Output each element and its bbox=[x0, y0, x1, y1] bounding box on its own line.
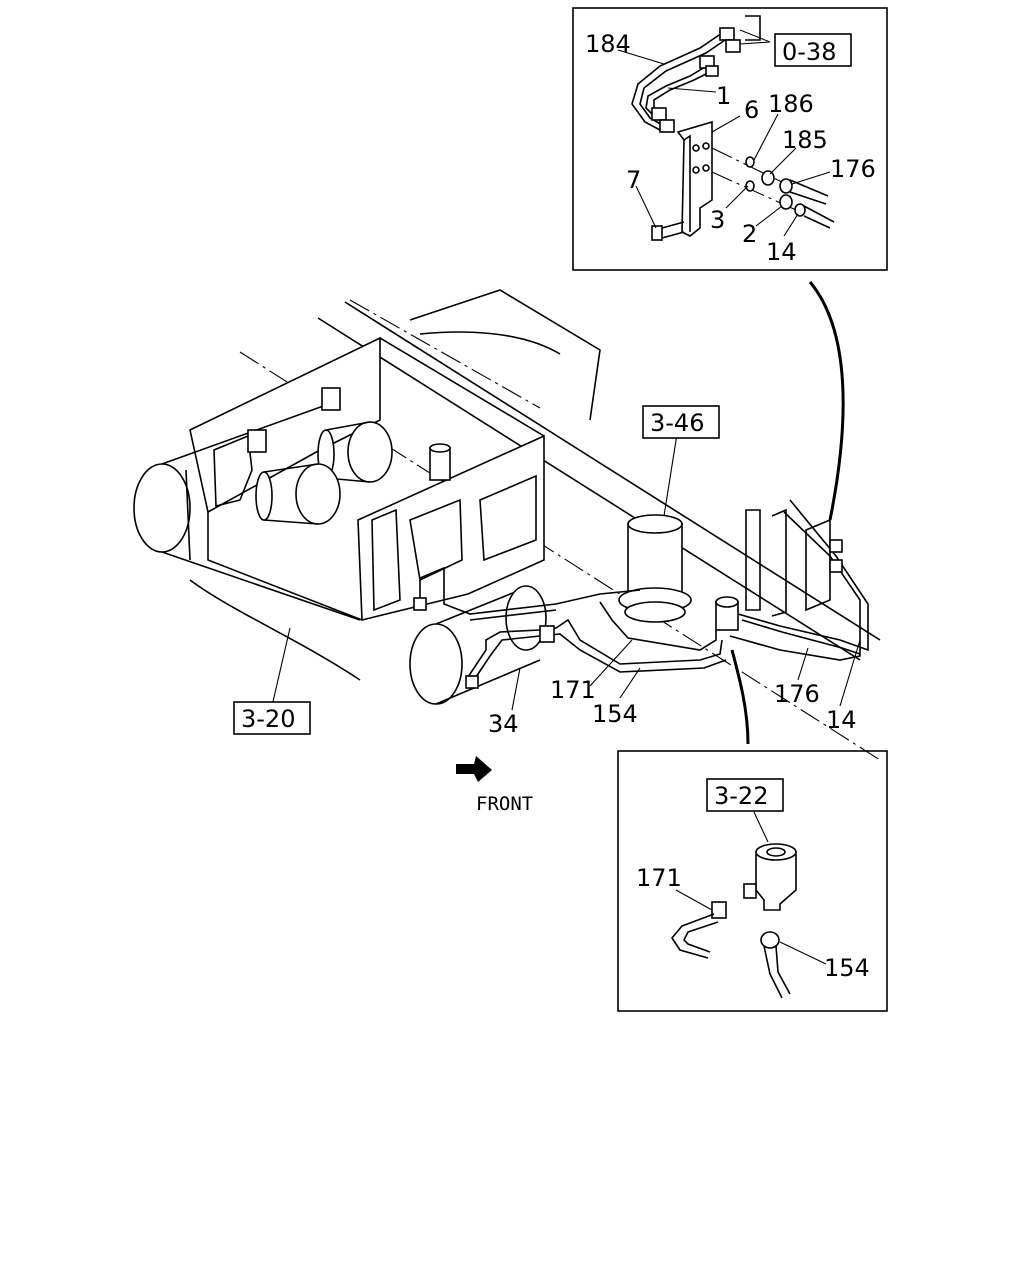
callout-6: 6 bbox=[744, 96, 759, 124]
front-label: FRONT bbox=[476, 793, 533, 815]
callout-7: 7 bbox=[626, 166, 641, 194]
callout-185: 185 bbox=[782, 126, 828, 154]
ref-box-0-38[interactable]: 0-38 bbox=[774, 33, 852, 67]
front-arrow-icon bbox=[456, 756, 492, 782]
callout-176-top: 176 bbox=[830, 155, 876, 183]
ref-label-3-46: 3-46 bbox=[650, 409, 704, 437]
detail-inset-top bbox=[572, 7, 888, 271]
ref-label-0-38: 0-38 bbox=[782, 38, 836, 66]
callout-154-main: 154 bbox=[592, 700, 638, 728]
callout-1: 1 bbox=[716, 82, 731, 110]
callout-2: 2 bbox=[742, 220, 757, 248]
callout-176-main: 176 bbox=[774, 680, 820, 708]
main-assembly bbox=[133, 289, 881, 761]
inset-connector-bottom bbox=[730, 649, 750, 745]
ref-box-3-22[interactable]: 3-22 bbox=[706, 778, 784, 812]
callout-34: 34 bbox=[488, 710, 519, 738]
callout-171-main: 171 bbox=[550, 676, 596, 704]
detail-inset-bottom bbox=[617, 750, 888, 1012]
callout-14-top: 14 bbox=[766, 238, 797, 266]
callout-14-main: 14 bbox=[826, 706, 857, 734]
callout-186: 186 bbox=[768, 90, 814, 118]
callout-3: 3 bbox=[710, 206, 725, 234]
ref-box-3-20[interactable]: 3-20 bbox=[233, 701, 311, 735]
ref-label-3-22: 3-22 bbox=[714, 782, 768, 810]
callout-184: 184 bbox=[585, 30, 631, 58]
ref-box-3-46[interactable]: 3-46 bbox=[642, 405, 720, 439]
ref-label-3-20: 3-20 bbox=[241, 705, 295, 733]
callout-171-inset: 171 bbox=[636, 864, 682, 892]
inset-connector-top bbox=[808, 281, 845, 521]
callout-154-inset: 154 bbox=[824, 954, 870, 982]
